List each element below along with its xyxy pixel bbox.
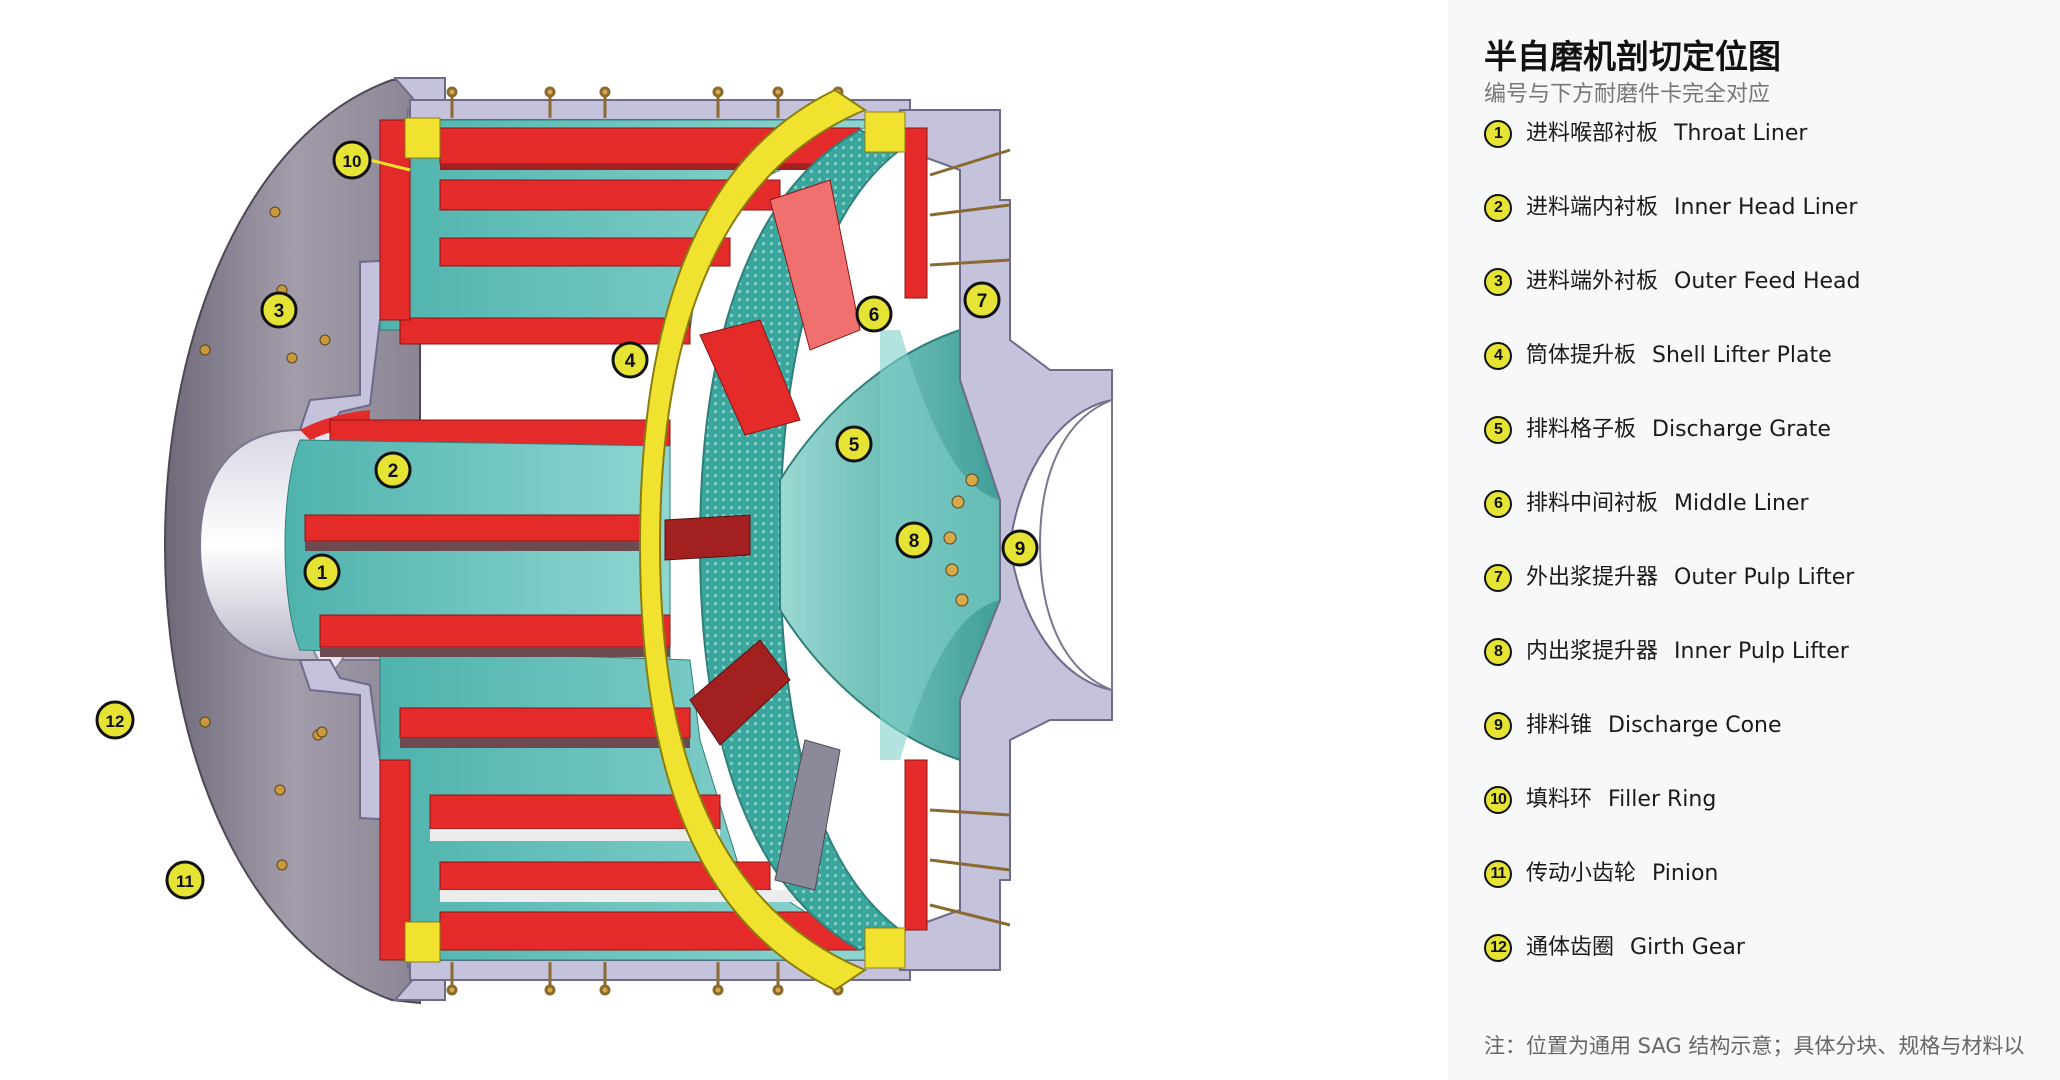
legend-item-filler-ring: 10 填料环 Filler Ring bbox=[1484, 784, 1860, 858]
legend-label-en: Inner Head Liner bbox=[1674, 195, 1858, 220]
svg-text:4: 4 bbox=[625, 351, 636, 372]
legend-label-en: Middle Liner bbox=[1674, 491, 1809, 516]
legend-item-inner-head-liner: 2 进料端内衬板 Inner Head Liner bbox=[1484, 192, 1860, 266]
svg-text:8: 8 bbox=[909, 531, 920, 552]
legend-badge: 2 bbox=[1484, 194, 1512, 222]
legend-badge: 3 bbox=[1484, 268, 1512, 296]
discharge-grate-shape bbox=[638, 88, 902, 992]
svg-text:3: 3 bbox=[274, 301, 285, 322]
legend-label-en: Inner Pulp Lifter bbox=[1674, 639, 1849, 664]
marker-7: 7 bbox=[963, 281, 1001, 319]
legend-list: 1 进料喉部衬板 Throat Liner 2 进料端内衬板 Inner Hea… bbox=[1484, 118, 1860, 1006]
svg-text:5: 5 bbox=[849, 435, 860, 456]
diagram-markers: 1 2 3 4 5 bbox=[95, 140, 1039, 900]
legend-label-zh: 排料格子板 bbox=[1526, 417, 1637, 442]
svg-text:10: 10 bbox=[343, 152, 362, 171]
legend-badge: 9 bbox=[1484, 712, 1512, 740]
legend-item-girth-gear: 12 通体齿圈 Girth Gear bbox=[1484, 932, 1860, 1006]
legend-label-en: Pinion bbox=[1652, 861, 1719, 886]
marker-12: 12 bbox=[95, 700, 135, 740]
svg-text:7: 7 bbox=[977, 291, 988, 312]
legend-panel: 半自磨机剖切定位图 编号与下方耐磨件卡完全对应 1 进料喉部衬板 Throat … bbox=[1448, 0, 2060, 1080]
svg-text:12: 12 bbox=[106, 712, 125, 731]
legend-label-zh: 外出浆提升器 bbox=[1526, 565, 1659, 590]
marker-9: 9 bbox=[1001, 529, 1039, 567]
svg-text:6: 6 bbox=[869, 305, 880, 326]
legend-item-discharge-grate: 5 排料格子板 Discharge Grate bbox=[1484, 414, 1860, 488]
legend-label-zh: 进料端内衬板 bbox=[1526, 195, 1659, 220]
legend-item-shell-lifter-plate: 4 筒体提升板 Shell Lifter Plate bbox=[1484, 340, 1860, 414]
marker-4: 4 bbox=[611, 341, 649, 379]
legend-label-zh: 排料中间衬板 bbox=[1526, 491, 1659, 516]
legend-label-zh: 传动小齿轮 bbox=[1526, 861, 1637, 886]
legend-label-en: Girth Gear bbox=[1630, 935, 1745, 960]
legend-badge: 12 bbox=[1484, 934, 1512, 962]
svg-text:11: 11 bbox=[176, 872, 194, 891]
discharge-cone-shape bbox=[779, 328, 1001, 762]
legend-item-outer-feed-head: 3 进料端外衬板 Outer Feed Head bbox=[1484, 266, 1860, 340]
legend-label-zh: 进料喉部衬板 bbox=[1526, 121, 1659, 146]
marker-10: 10 bbox=[332, 140, 372, 180]
svg-text:2: 2 bbox=[388, 461, 399, 482]
cutaway-svg: 1 2 3 4 5 bbox=[95, 76, 1113, 1005]
shell-liners-lower bbox=[319, 614, 882, 963]
marker-2: 2 bbox=[374, 451, 412, 489]
legend-badge: 5 bbox=[1484, 416, 1512, 444]
marker-5: 5 bbox=[835, 425, 873, 463]
legend-item-pinion: 11 传动小齿轮 Pinion bbox=[1484, 858, 1860, 932]
legend-label-zh: 排料锥 bbox=[1526, 713, 1593, 738]
legend-badge: 6 bbox=[1484, 490, 1512, 518]
svg-text:1: 1 bbox=[317, 563, 328, 584]
marker-8: 8 bbox=[895, 521, 933, 559]
legend-label-zh: 内出浆提升器 bbox=[1526, 639, 1659, 664]
svg-text:9: 9 bbox=[1015, 539, 1026, 560]
legend-badge: 11 bbox=[1484, 860, 1512, 888]
legend-badge: 10 bbox=[1484, 786, 1512, 814]
marker-3: 3 bbox=[260, 291, 298, 329]
sag-mill-cutaway-diagram: 1 2 3 4 5 bbox=[95, 76, 1113, 1005]
legend-label-en: Discharge Cone bbox=[1608, 713, 1782, 738]
legend-label-en: Shell Lifter Plate bbox=[1652, 343, 1832, 368]
legend-label-zh: 进料端外衬板 bbox=[1526, 269, 1659, 294]
panel-subtitle: 编号与下方耐磨件卡完全对应 bbox=[1484, 82, 1771, 107]
legend-label-zh: 通体齿圈 bbox=[1526, 935, 1615, 960]
legend-label-en: Throat Liner bbox=[1674, 121, 1808, 146]
legend-badge: 1 bbox=[1484, 120, 1512, 148]
marker-1: 1 bbox=[303, 553, 341, 591]
legend-badge: 8 bbox=[1484, 638, 1512, 666]
legend-label-en: Discharge Grate bbox=[1652, 417, 1831, 442]
legend-badge: 4 bbox=[1484, 342, 1512, 370]
legend-label-en: Outer Pulp Lifter bbox=[1674, 565, 1855, 590]
marker-6: 6 bbox=[855, 295, 893, 333]
legend-label-zh: 填料环 bbox=[1526, 787, 1593, 812]
legend-label-zh: 筒体提升板 bbox=[1526, 343, 1637, 368]
legend-badge: 7 bbox=[1484, 564, 1512, 592]
panel-title: 半自磨机剖切定位图 bbox=[1484, 37, 1781, 76]
leader-lines bbox=[369, 158, 411, 172]
legend-item-outer-pulp-lifter: 7 外出浆提升器 Outer Pulp Lifter bbox=[1484, 562, 1860, 636]
legend-item-middle-liner: 6 排料中间衬板 Middle Liner bbox=[1484, 488, 1860, 562]
legend-label-en: Outer Feed Head bbox=[1674, 269, 1861, 294]
legend-item-throat-liner: 1 进料喉部衬板 Throat Liner bbox=[1484, 118, 1860, 192]
legend-item-inner-pulp-lifter: 8 内出浆提升器 Inner Pulp Lifter bbox=[1484, 636, 1860, 710]
panel-note: 注：位置为通用 SAG 结构示意；具体分块、规格与材料以 bbox=[1484, 1034, 2025, 1058]
marker-11: 11 bbox=[165, 860, 205, 900]
legend-label-en: Filler Ring bbox=[1608, 787, 1717, 812]
legend-item-discharge-cone: 9 排料锥 Discharge Cone bbox=[1484, 710, 1860, 784]
